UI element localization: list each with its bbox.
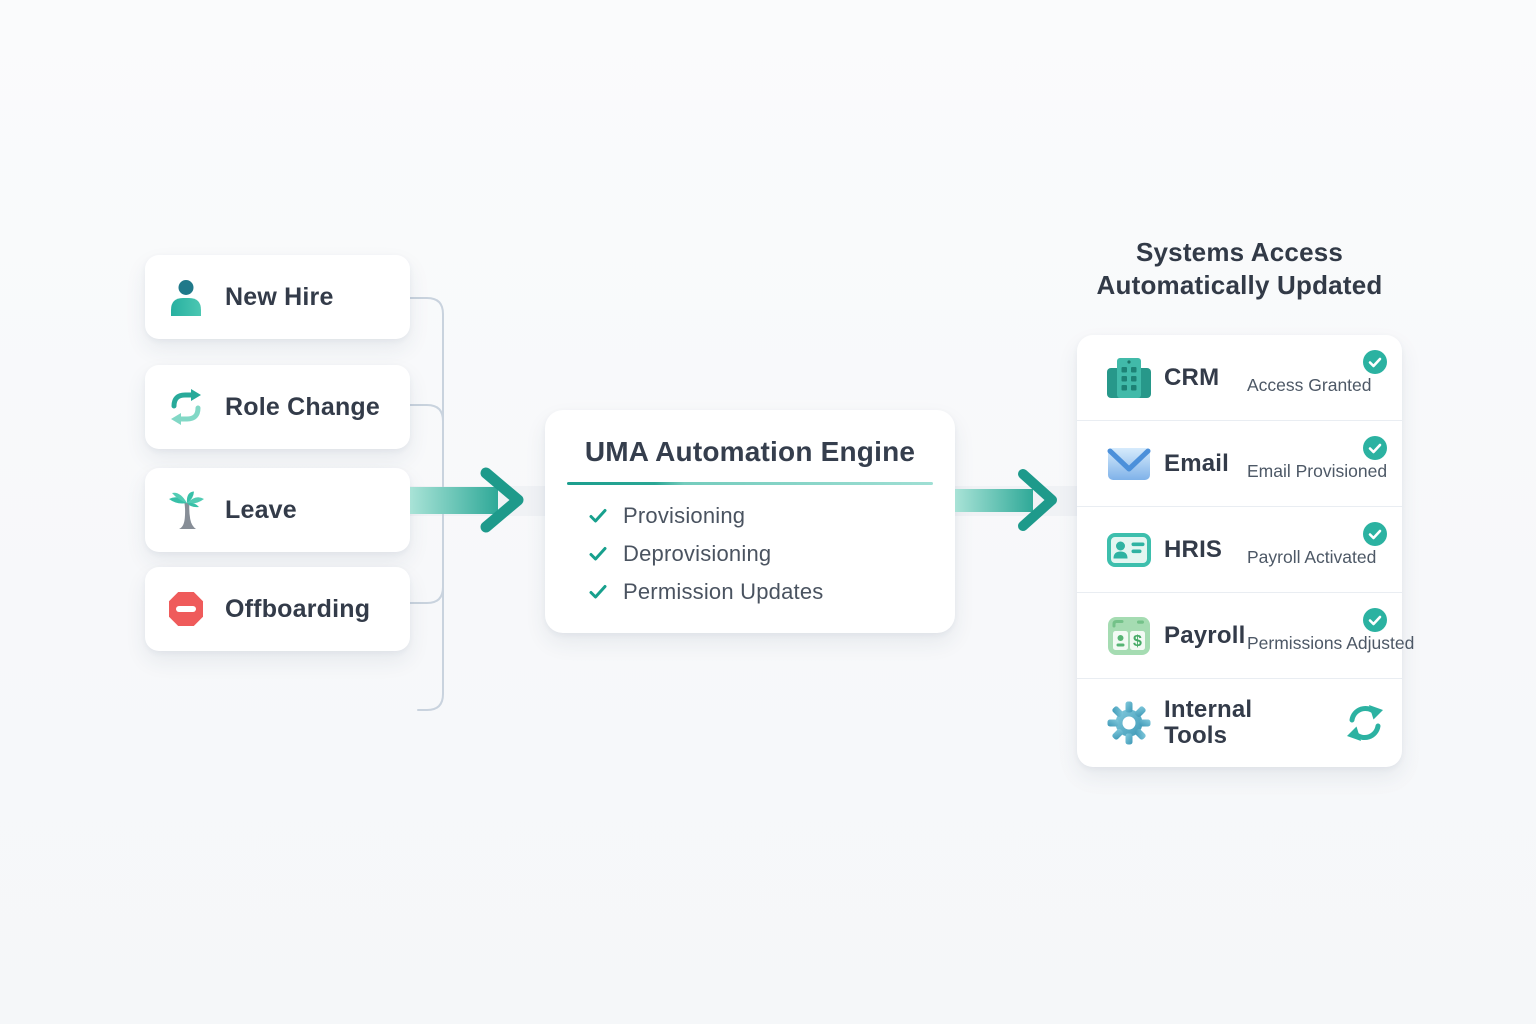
system-name: Email bbox=[1164, 449, 1230, 477]
automation-engine-card: UMA Automation Engine Provisioning Depro… bbox=[545, 410, 955, 633]
stop-sign-icon bbox=[165, 588, 207, 630]
system-name: HRIS bbox=[1164, 535, 1223, 563]
system-status: Email Provisioned bbox=[1247, 461, 1388, 481]
flow-arrow-left-shaft bbox=[410, 487, 498, 514]
sync-icon bbox=[1347, 705, 1383, 741]
flow-arrow-left-head bbox=[480, 467, 524, 533]
system-status: Permissions Adjusted bbox=[1247, 633, 1415, 653]
trigger-card-offboarding: Offboarding bbox=[145, 567, 410, 651]
engine-item: Deprovisioning bbox=[588, 541, 823, 566]
id-card-icon bbox=[1107, 532, 1151, 567]
check-icon bbox=[589, 547, 607, 561]
engine-item: Provisioning bbox=[588, 503, 823, 528]
dollar-glyph: $ bbox=[1133, 633, 1142, 650]
trigger-label: Role Change bbox=[225, 392, 380, 421]
system-status: Payroll Activated bbox=[1247, 547, 1377, 567]
palm-tree-icon bbox=[165, 489, 207, 531]
system-name: CRM bbox=[1164, 363, 1220, 391]
systems-heading-line2: Automatically Updated bbox=[1096, 270, 1383, 300]
trigger-card-role-change: Role Change bbox=[145, 365, 410, 449]
systems-heading: Systems Access Automatically Updated bbox=[1077, 236, 1402, 302]
trigger-card-leave: Leave bbox=[145, 468, 410, 552]
envelope-icon bbox=[1107, 447, 1151, 480]
system-row-email: Email Email Provisioned bbox=[1077, 421, 1402, 507]
system-row-crm: CRM Access Granted bbox=[1077, 335, 1402, 421]
check-circle-icon bbox=[1363, 436, 1387, 460]
trigger-label: Offboarding bbox=[225, 594, 371, 623]
swap-arrows-icon bbox=[165, 386, 207, 428]
building-icon bbox=[1107, 357, 1151, 398]
engine-title: UMA Automation Engine bbox=[584, 436, 916, 467]
calculator-icon: $ bbox=[1108, 616, 1150, 655]
engine-item-label: Deprovisioning bbox=[623, 541, 772, 566]
trigger-label: New Hire bbox=[225, 282, 334, 311]
trigger-label: Leave bbox=[225, 495, 297, 524]
check-icon bbox=[589, 509, 607, 523]
systems-card: CRM Access Granted Email Email Provision… bbox=[1077, 335, 1414, 767]
check-circle-icon bbox=[1363, 522, 1387, 546]
system-row-hris: HRIS Payroll Activated bbox=[1077, 507, 1402, 593]
person-icon bbox=[165, 276, 207, 318]
engine-underline bbox=[567, 482, 933, 485]
engine-item-label: Permission Updates bbox=[623, 579, 824, 604]
flow-arrow-right-shaft bbox=[955, 489, 1033, 512]
gear-icon bbox=[1107, 701, 1151, 745]
check-circle-icon bbox=[1363, 608, 1387, 632]
systems-heading-line1: Systems Access bbox=[1135, 237, 1344, 267]
engine-capability-list: Provisioning Deprovisioning Permission U… bbox=[588, 503, 824, 604]
system-name: Internal Tools bbox=[1164, 696, 1253, 749]
system-row-internal-tools: Internal Tools bbox=[1077, 679, 1402, 767]
engine-item: Permission Updates bbox=[588, 579, 824, 604]
system-row-payroll: $ Payroll Permissions Adjusted bbox=[1077, 593, 1414, 679]
trigger-card-new-hire: New Hire bbox=[145, 255, 410, 339]
check-circle-icon bbox=[1363, 350, 1387, 374]
system-name: Payroll bbox=[1164, 621, 1246, 649]
check-icon bbox=[589, 585, 607, 599]
system-status: Access Granted bbox=[1247, 375, 1372, 395]
engine-item-label: Provisioning bbox=[623, 503, 746, 528]
flow-arrow-right-head bbox=[1018, 469, 1057, 531]
